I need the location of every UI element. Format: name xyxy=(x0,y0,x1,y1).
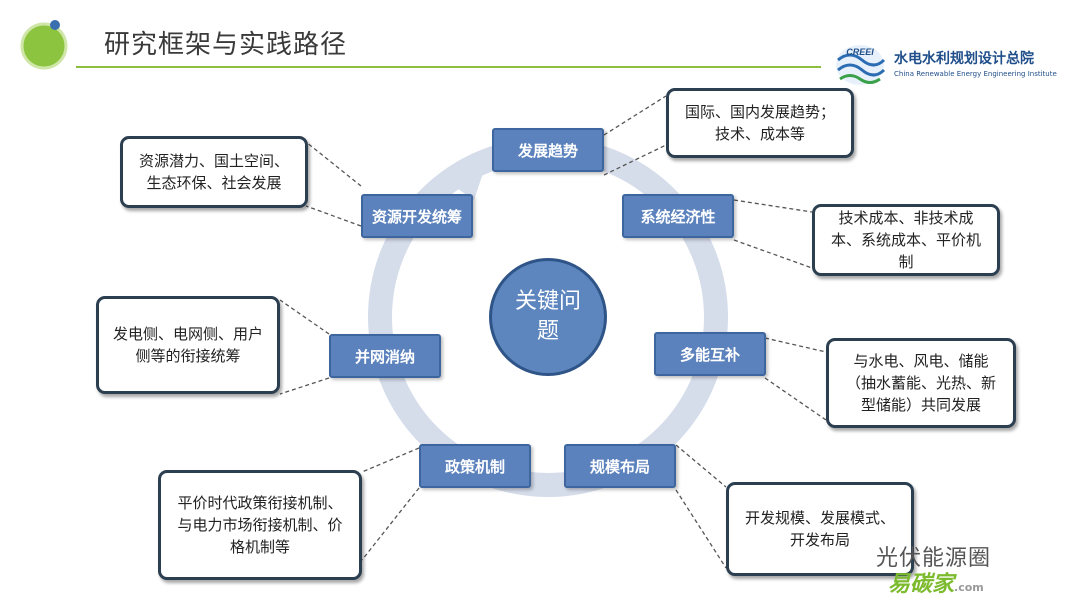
watermark-brand-name: 易碳家 xyxy=(888,572,955,597)
note-multi-energy: 与水电、风电、储能（抽水蓄能、光热、新型储能）共同发展 xyxy=(826,338,1016,428)
page-title: 研究框架与实践路径 xyxy=(104,30,348,60)
logo-name: 水电水利规划设计总院 xyxy=(894,51,1034,67)
node-resource-planning: 资源开发统筹 xyxy=(361,194,473,238)
hub-circle: 关键问题 xyxy=(489,258,607,376)
node-policy-mechanism: 政策机制 xyxy=(419,444,531,488)
node-grid-integration: 并网消纳 xyxy=(329,334,441,378)
creei-logo-icon: CREEI xyxy=(836,45,886,85)
node-development-trend: 发展趋势 xyxy=(492,128,604,172)
watermark-text: 光伏能源圈 xyxy=(876,546,992,571)
logo-subtitle: China Renewable Energy Engineering Insti… xyxy=(894,70,1057,78)
note-development-trend: 国际、国内发展趋势；技术、成本等 xyxy=(666,88,854,158)
note-resource-planning: 资源潜力、国土空间、生态环保、社会发展 xyxy=(120,136,308,208)
green-circle-icon xyxy=(20,20,68,70)
hub-label: 关键问题 xyxy=(514,289,581,344)
watermark-site: .com xyxy=(954,581,984,594)
note-system-economy: 技术成本、非技术成本、系统成本、平价机制 xyxy=(812,204,1000,276)
note-scale-layout: 开发规模、发展模式、开发布局 xyxy=(726,482,914,576)
title-divider xyxy=(76,66,821,68)
watermark-brand: 易碳家.com xyxy=(888,566,984,598)
note-policy-mechanism: 平价时代政策衔接机制、与电力市场衔接机制、价格机制等 xyxy=(158,470,362,580)
note-grid-integration: 发电侧、电网侧、用户侧等的衔接统筹 xyxy=(96,296,280,394)
node-system-economy: 系统经济性 xyxy=(622,194,734,238)
connector-lines xyxy=(279,95,827,569)
logo-badge: CREEI xyxy=(846,47,874,57)
node-multi-energy: 多能互补 xyxy=(654,332,766,376)
node-scale-layout: 规模布局 xyxy=(564,444,676,488)
